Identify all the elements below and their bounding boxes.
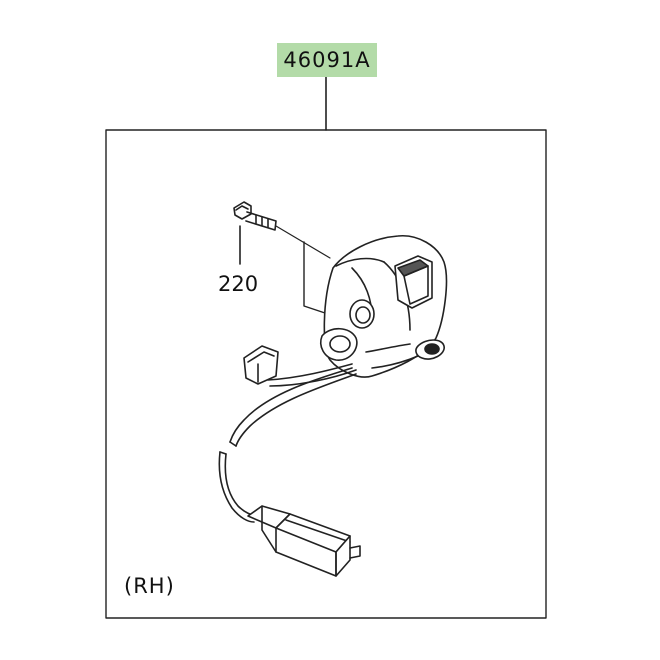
bracket-leader bbox=[303, 241, 329, 315]
grommet-icon bbox=[243, 345, 279, 385]
connector-icon bbox=[247, 505, 361, 577]
handlebar-switch-icon bbox=[320, 235, 448, 378]
part-number-label[interactable]: 46091A bbox=[277, 43, 377, 77]
bolt-icon bbox=[233, 201, 331, 259]
bolt-callout-label: 220 bbox=[218, 272, 259, 296]
wire-harness bbox=[218, 363, 357, 523]
side-label: (RH) bbox=[124, 574, 175, 598]
diagram-frame bbox=[105, 129, 547, 619]
